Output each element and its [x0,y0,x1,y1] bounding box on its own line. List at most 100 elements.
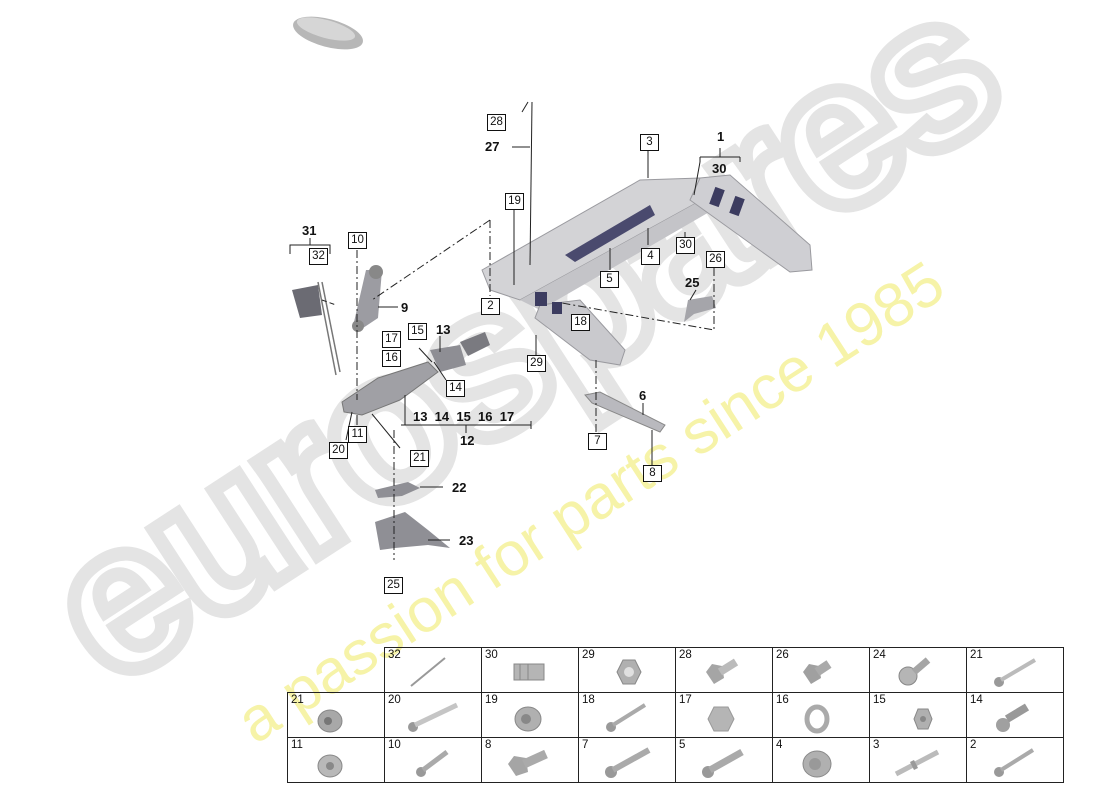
callout-25-upper: 25 [685,275,700,290]
table-cell-empty [288,648,385,693]
part-number: 32 [388,649,401,661]
washer-icon [804,704,830,734]
part-number: 28 [679,649,692,661]
part-number: 4 [776,739,783,751]
part-number: 24 [873,649,886,661]
table-row: 32 30 29 28 26 24 21 [288,647,1064,693]
box-4: 4 [641,248,660,265]
box-17: 17 [382,331,401,348]
flange-nut-icon [317,709,343,733]
box-7: 7 [588,433,607,450]
table-cell: 21 [287,692,385,738]
part-number: 21 [970,649,983,661]
table-cell: 24 [869,647,967,693]
part-number: 14 [970,694,983,706]
subframe-part [481,174,813,366]
table-cell: 4 [772,737,870,783]
box-18: 18 [571,314,590,331]
callout-31: 31 [302,223,317,238]
callout-9: 9 [401,300,409,315]
part-number: 18 [582,694,595,706]
long-bolt-icon [994,658,1037,687]
long-bolt-icon [605,747,651,778]
ball-stud-icon [996,703,1030,732]
hex-bolt-short-icon [508,749,548,776]
box-26: 26 [706,251,725,268]
long-bolt-icon [606,703,647,732]
table-cell: 5 [675,737,773,783]
table-cell: 21 [966,647,1064,693]
long-bolt-icon [702,748,744,778]
part-number: 7 [582,739,589,751]
callout-22: 22 [452,480,467,495]
table-cell: 15 [869,692,967,738]
callout-group-12-members: 13 14 15 16 17 [413,409,515,424]
table-cell: 3 [869,737,967,783]
part-number: 26 [776,649,789,661]
part-number: 19 [485,694,498,706]
part-number: 8 [485,739,492,751]
part-number: 21 [291,694,304,706]
part-number: 20 [388,694,401,706]
table-cell: 28 [675,647,773,693]
table-cell: 19 [481,692,579,738]
box-29: 29 [527,355,546,372]
table-cell: 26 [772,647,870,693]
table-cell: 32 [384,647,482,693]
box-21: 21 [410,450,429,467]
table-row: 21 20 19 18 17 16 15 14 [287,692,1064,738]
box-11: 11 [348,426,367,443]
cover-cap-part [293,16,363,50]
part-number: 29 [582,649,595,661]
box-8: 8 [643,465,662,482]
box-15: 15 [408,323,427,340]
table-cell: 20 [384,692,482,738]
fastener-table: 32 30 29 28 26 24 21 21 20 19 18 17 16 1… [287,647,1064,783]
callout-1: 1 [717,129,725,144]
part-number: 10 [388,739,401,751]
box-19: 19 [505,193,524,210]
box-2: 2 [481,298,500,315]
part-number: 15 [873,694,886,706]
part-number: 30 [485,649,498,661]
hex-nut-icon [707,706,735,732]
part-number: 16 [776,694,789,706]
part-number: 11 [291,739,303,751]
table-cell: 17 [675,692,773,738]
hex-nut-icon [913,708,933,730]
flange-nut-icon [317,754,343,778]
shield-22-part [375,482,420,498]
flange-nut-icon [514,706,542,732]
long-bolt-icon [408,702,459,732]
part-number: 5 [679,739,686,751]
table-cell: 7 [578,737,676,783]
box-14: 14 [446,380,465,397]
callout-27: 27 [485,139,500,154]
table-cell: 10 [384,737,482,783]
box-32: 32 [309,248,328,265]
part-number: 17 [679,694,692,706]
table-cell: 18 [578,692,676,738]
long-bolt-icon [994,748,1035,777]
rod-icon [410,657,446,687]
box-20: 20 [329,442,348,459]
table-cell: 30 [481,647,579,693]
plate-part [584,391,666,433]
pan-head-bolt-icon [898,657,931,686]
leader-lines [289,101,741,560]
box-16: 16 [382,350,401,367]
box-28: 28 [487,114,506,131]
table-cell: 14 [966,692,1064,738]
flange-nut-icon [802,750,832,778]
clip-nut-icon [513,663,545,681]
stud-icon [894,749,940,777]
bracket-part [292,285,322,318]
table-row: 11 10 8 7 5 4 3 2 [287,737,1064,783]
box-3: 3 [640,134,659,151]
box-25: 25 [384,577,403,594]
box-5: 5 [600,271,619,288]
long-bolt-icon [416,750,449,777]
hex-nut-flange-icon [616,659,642,685]
table-cell: 8 [481,737,579,783]
table-cell: 16 [772,692,870,738]
